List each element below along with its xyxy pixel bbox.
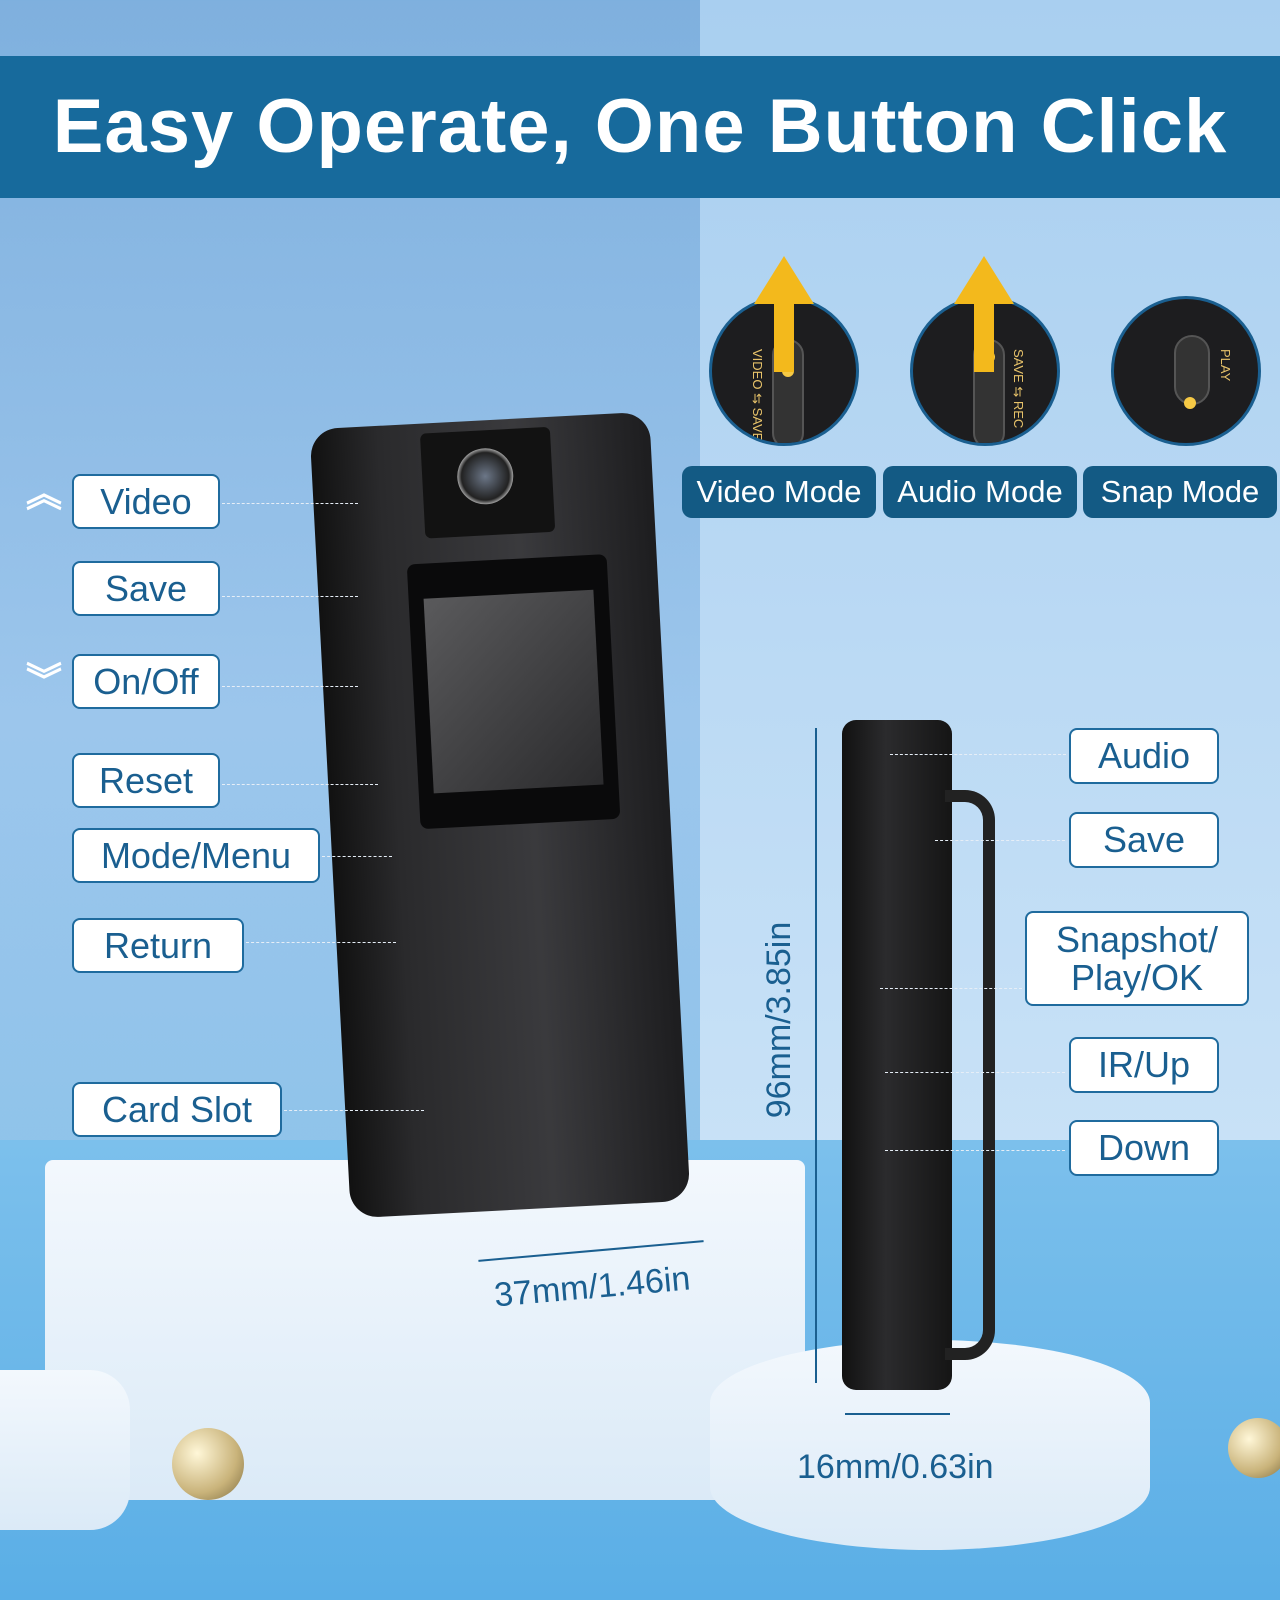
lens-module: [419, 426, 556, 539]
depth-dimension: 16mm/0.63in: [797, 1448, 994, 1486]
page-title: Easy Operate, One Button Click: [52, 84, 1228, 169]
leader-line: [885, 1072, 1065, 1073]
leader-line: [322, 856, 392, 857]
label-snapshot-play-ok: Snapshot/ Play/OK: [1025, 911, 1249, 1006]
snap-mode-closeup: PLAY: [1111, 296, 1261, 446]
chevron-up-icon: ︽: [26, 473, 63, 514]
label-mode-menu: Mode/Menu: [72, 828, 320, 883]
camera-side: [842, 720, 952, 1390]
label-down: Down: [1069, 1120, 1219, 1176]
pearl-decoration: [1228, 1418, 1280, 1478]
screen: [406, 554, 621, 830]
pedestal-small: [0, 1370, 130, 1530]
label-audio: Audio: [1069, 728, 1219, 784]
leader-line: [885, 1150, 1065, 1151]
label-save: Save: [72, 561, 220, 616]
camera-front: [309, 411, 691, 1219]
height-arrow: [815, 728, 817, 1383]
belt-clip: [945, 790, 995, 1360]
leader-line: [246, 942, 396, 943]
leader-line: [222, 596, 358, 597]
label-video: Video: [72, 474, 220, 529]
header-banner: Easy Operate, One Button Click: [0, 56, 1280, 198]
height-dimension: 96mm/3.85in: [760, 921, 798, 1119]
leader-line: [284, 1110, 424, 1111]
leader-line: [880, 988, 1022, 989]
pedestal-left: [45, 1160, 805, 1500]
label-card-slot: Card Slot: [72, 1082, 282, 1137]
label-reset: Reset: [72, 753, 220, 808]
audio-mode-label: Audio Mode: [883, 466, 1077, 518]
label-return: Return: [72, 918, 244, 973]
chevron-down-icon: ︾: [26, 660, 63, 701]
pearl-decoration: [172, 1428, 244, 1500]
video-mode-label: Video Mode: [682, 466, 876, 518]
leader-line: [935, 840, 1065, 841]
lens-icon: [455, 446, 515, 506]
depth-arrow: [845, 1413, 950, 1415]
snap-mode-label: Snap Mode: [1083, 466, 1277, 518]
label-ir-up: IR/Up: [1069, 1037, 1219, 1093]
leader-line: [222, 503, 358, 504]
label-save-right: Save: [1069, 812, 1219, 868]
leader-line: [222, 784, 378, 785]
leader-line: [222, 686, 358, 687]
leader-line: [890, 754, 1066, 755]
label-on-off: On/Off: [72, 654, 220, 709]
